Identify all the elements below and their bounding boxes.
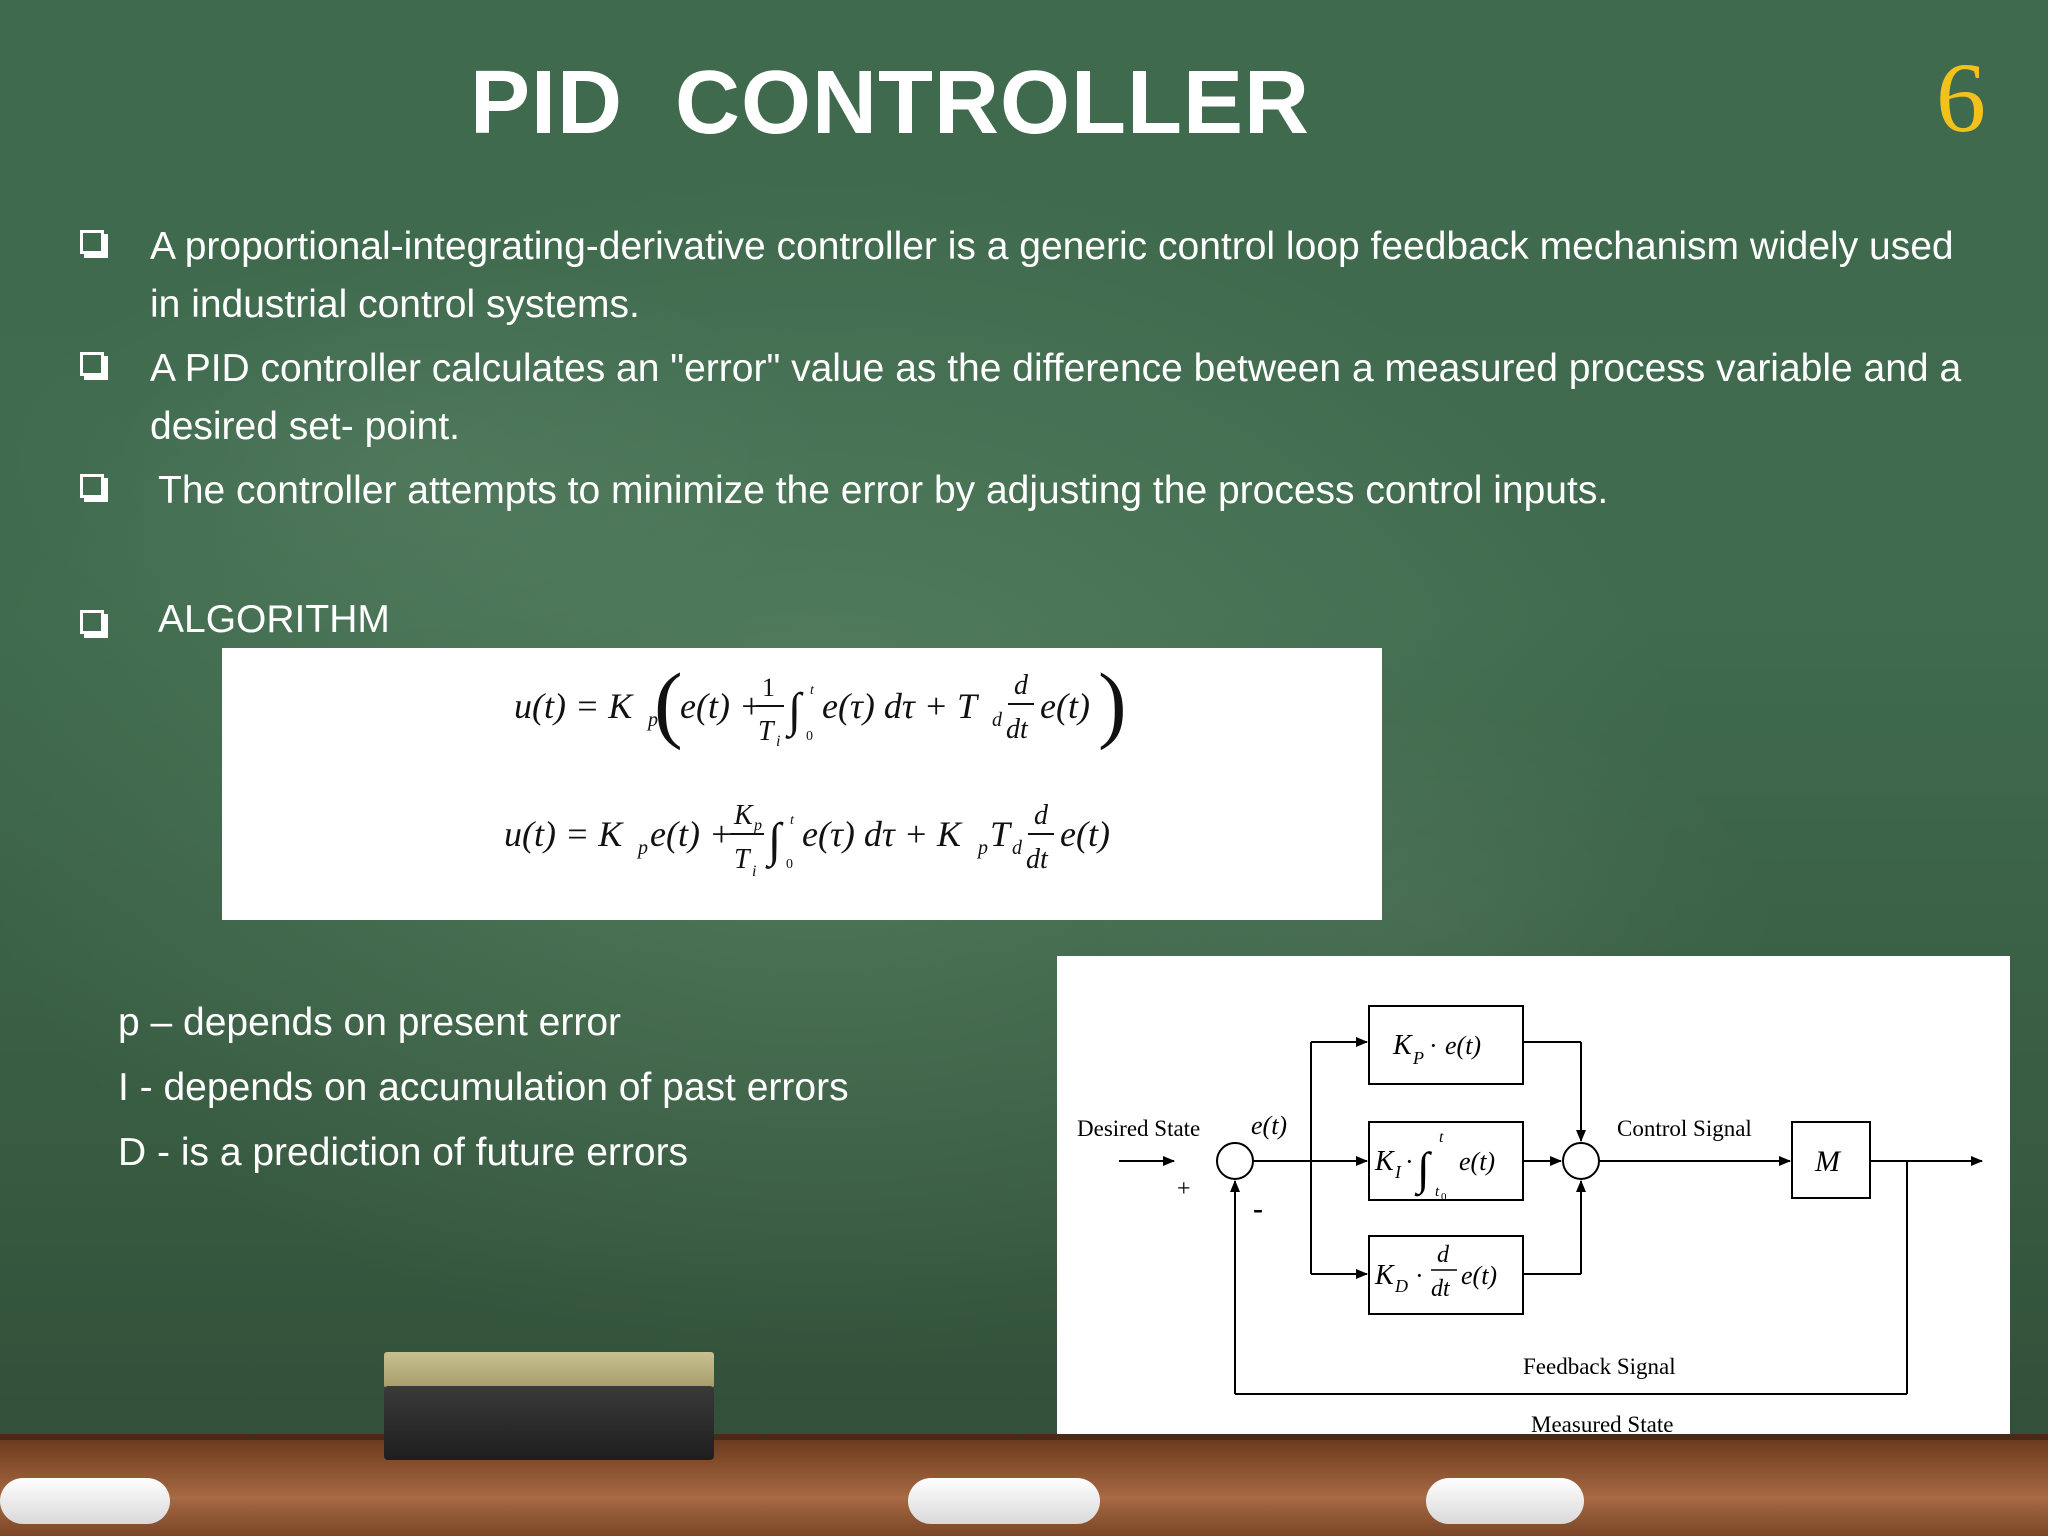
svg-text:t: t <box>810 683 815 698</box>
pid-formulas: u(t) = K p ( e(t) + 1 T i ∫ t 0 e(τ) dτ … <box>504 655 1127 880</box>
svg-text:∫: ∫ <box>785 684 804 739</box>
svg-text:d: d <box>992 709 1003 731</box>
pid-block-diagram: Desired State e(t) + - Control Signal M … <box>1057 956 2010 1460</box>
formula-expanded-form: u(t) = K p e(t) + K p T i ∫ t 0 e(τ) dτ … <box>504 800 1110 880</box>
svg-text:·: · <box>1429 1031 1438 1060</box>
svg-text:e(t): e(t) <box>1040 686 1090 726</box>
svg-text:d: d <box>1014 670 1029 701</box>
svg-text:K: K <box>1374 1260 1395 1291</box>
bullet-text: A proportional-integrating-derivative co… <box>150 225 1954 326</box>
label-desired-state: Desired State <box>1077 1116 1200 1141</box>
checkbox-bullet-icon <box>80 474 104 498</box>
block-proportional <box>1368 1005 1524 1085</box>
svg-text:d: d <box>1437 1242 1450 1268</box>
term-proportional: p – depends on present error <box>118 1001 622 1044</box>
checkbox-bullet-icon <box>80 352 104 376</box>
svg-text:e(t) +: e(t) + <box>680 686 763 726</box>
svg-text:): ) <box>1098 655 1127 751</box>
svg-text:·: · <box>1405 1147 1414 1176</box>
svg-text:K: K <box>1392 1030 1413 1061</box>
formula-standard-form: u(t) = K p ( e(t) + 1 T i ∫ t 0 e(τ) dτ … <box>514 655 1127 751</box>
svg-text:dt: dt <box>1006 714 1029 745</box>
svg-text:D: D <box>1394 1276 1408 1296</box>
svg-text:p: p <box>646 709 658 731</box>
pid-term-list: p – depends on present error I - depends… <box>118 990 849 1185</box>
checkbox-bullet-icon <box>80 230 104 254</box>
label-control-signal: Control Signal <box>1617 1116 1752 1141</box>
term-integral: I - depends on accumulation of past erro… <box>118 1066 849 1109</box>
svg-text:K: K <box>733 800 754 831</box>
svg-text:t: t <box>1435 1184 1440 1200</box>
svg-text:i: i <box>776 733 780 750</box>
label-error: e(t) <box>1251 1111 1287 1140</box>
label-plus: + <box>1177 1176 1191 1202</box>
bullet-item: The controller attempts to minimize the … <box>80 462 1980 520</box>
svg-text:p: p <box>753 817 762 834</box>
svg-text:d: d <box>1012 837 1023 859</box>
label-measured-state: Measured State <box>1531 1412 1673 1437</box>
svg-text:p: p <box>636 837 648 859</box>
svg-text:1: 1 <box>762 673 775 702</box>
svg-text:e(t): e(t) <box>1445 1031 1481 1060</box>
eraser-felt <box>384 1352 714 1388</box>
algorithm-heading: ALGORITHM <box>80 598 390 642</box>
svg-text:e(t): e(t) <box>1461 1261 1497 1290</box>
bullet-item: A proportional-integrating-derivative co… <box>80 218 1980 334</box>
summing-junction-1 <box>1216 1142 1254 1180</box>
bullet-item: A PID controller calculates an "error" v… <box>80 340 1980 456</box>
svg-text:0: 0 <box>1441 1191 1447 1203</box>
svg-text:t: t <box>790 813 795 828</box>
svg-text:p: p <box>976 837 988 859</box>
algorithm-label: ALGORITHM <box>158 598 390 641</box>
svg-text:e(t): e(t) <box>1459 1147 1495 1176</box>
svg-text:T: T <box>758 716 776 747</box>
svg-text:K: K <box>1374 1146 1395 1177</box>
svg-text:P: P <box>1412 1048 1424 1068</box>
svg-text:∫: ∫ <box>765 814 784 869</box>
block-diagram-svg: Desired State e(t) + - Control Signal M … <box>1077 1005 1983 1437</box>
bullet-text: The controller attempts to minimize the … <box>158 469 1609 512</box>
block-labels: K P · e(t) K I · ∫ t t 0 e(t) K D · d dt… <box>1374 1030 1497 1302</box>
svg-text:e(t) +: e(t) + <box>650 814 733 854</box>
svg-text:dt: dt <box>1431 1276 1451 1302</box>
slide-title: PID CONTROLLER <box>470 53 1310 153</box>
chalk-piece <box>1426 1478 1584 1524</box>
svg-text:i: i <box>752 863 756 880</box>
svg-text:e(t): e(t) <box>1060 814 1110 854</box>
chalk-tray-edge <box>0 1434 2048 1444</box>
svg-text:0: 0 <box>786 857 793 872</box>
formula-panel: u(t) = K p ( e(t) + 1 T i ∫ t 0 e(τ) dτ … <box>222 648 1382 920</box>
chalk-piece <box>908 1478 1100 1524</box>
svg-text:u(t) = K: u(t) = K <box>514 686 634 726</box>
page-number: 6 <box>1936 42 1986 153</box>
svg-text:e(τ) dτ + K: e(τ) dτ + K <box>802 814 963 854</box>
svg-text:T: T <box>990 814 1013 854</box>
bullet-list: A proportional-integrating-derivative co… <box>80 218 1980 520</box>
svg-text:T: T <box>734 844 752 875</box>
svg-text:e(τ) dτ + T: e(τ) dτ + T <box>822 686 980 726</box>
checkbox-bullet-icon <box>80 610 104 634</box>
svg-text:∫: ∫ <box>1414 1143 1432 1197</box>
eraser-block <box>384 1386 714 1460</box>
label-minus: - <box>1253 1192 1263 1225</box>
label-feedback-signal: Feedback Signal <box>1523 1354 1676 1379</box>
bullet-text: A PID controller calculates an "error" v… <box>150 347 1962 448</box>
svg-text:d: d <box>1034 800 1049 831</box>
svg-text:(: ( <box>654 655 683 751</box>
svg-text:I: I <box>1394 1162 1402 1182</box>
svg-text:u(t) = K: u(t) = K <box>504 814 624 854</box>
svg-text:0: 0 <box>806 729 813 744</box>
label-plant: M <box>1814 1145 1842 1178</box>
svg-text:dt: dt <box>1026 844 1049 875</box>
svg-text:t: t <box>1439 1129 1444 1146</box>
term-derivative: D - is a prediction of future errors <box>118 1131 689 1174</box>
summing-junction-2 <box>1562 1142 1600 1180</box>
chalk-piece <box>0 1478 170 1524</box>
svg-text:·: · <box>1415 1261 1424 1290</box>
